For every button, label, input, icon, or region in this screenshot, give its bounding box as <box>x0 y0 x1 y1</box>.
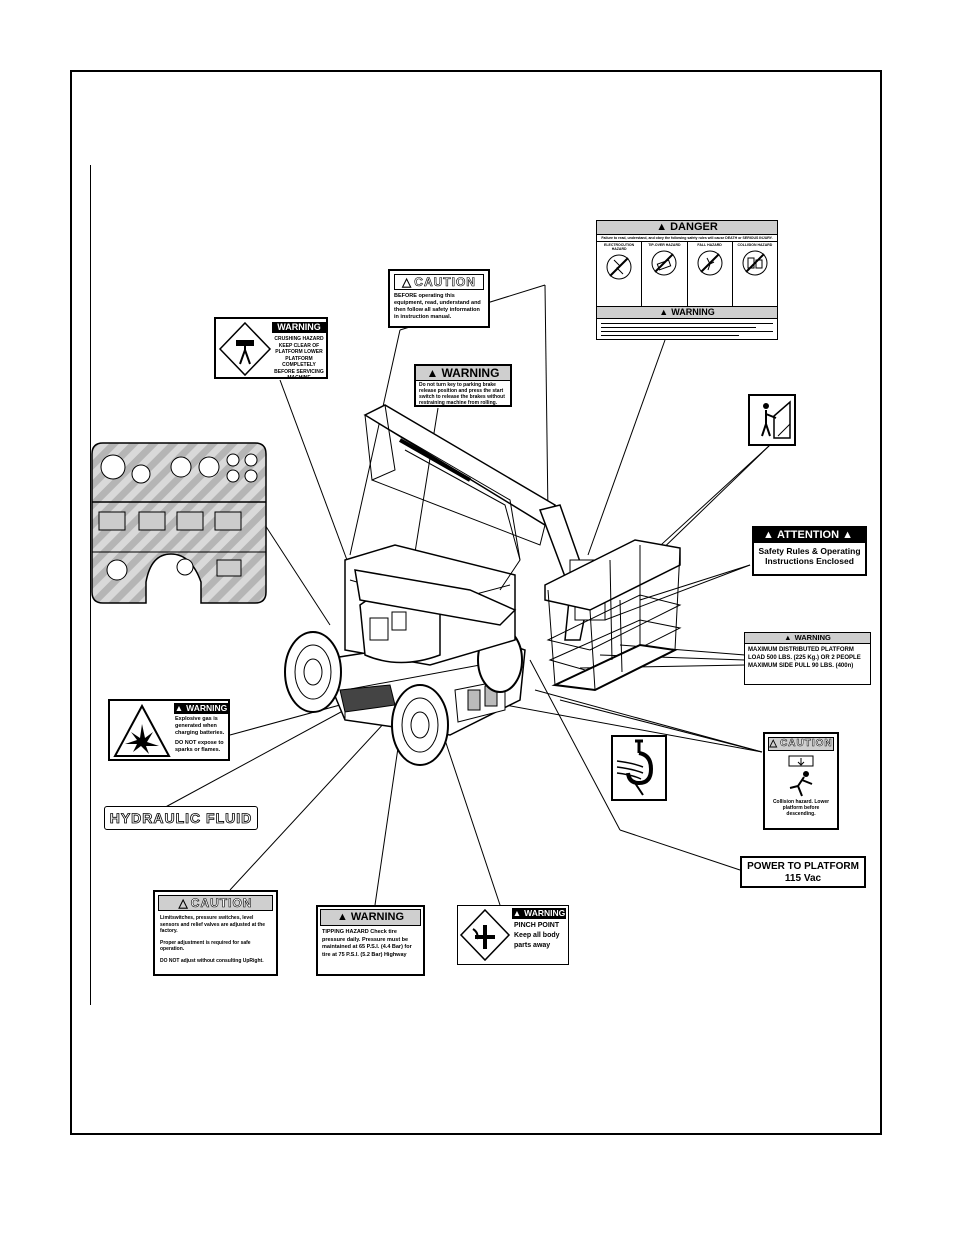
decal-body: CRUSHING HAZARD KEEP CLEAR OF PLATFORM L… <box>274 336 324 379</box>
hazard-title: ELECTROCUTION HAZARD <box>604 243 635 251</box>
decal-header: ATTENTION <box>776 529 840 541</box>
decal-body: Explosive gas is generated when charging… <box>174 715 228 755</box>
decal-header: CAUTION <box>190 896 253 910</box>
decal-header: WARNING <box>794 633 831 642</box>
danger-decal: ▲DANGER Failure to read, understand, and… <box>596 220 778 340</box>
page-frame <box>70 70 882 1135</box>
warning-tipping-decal: ▲WARNING TIPPING HAZARD Check tire press… <box>316 905 425 976</box>
warning-triangle-icon: △ <box>769 738 778 749</box>
tip-over-icon <box>651 250 677 276</box>
warning-triangle-icon: ▲ <box>336 911 348 923</box>
margin-rule <box>90 165 91 1005</box>
fall-icon <box>697 250 723 276</box>
decal-body-line: Explosive gas is generated when charging… <box>175 716 225 736</box>
decal-header: WARNING <box>350 911 405 923</box>
decal-body: Safety Rules & Operating Instructions En… <box>758 546 861 566</box>
decal-header: CAUTION <box>780 738 833 749</box>
pinch-point-icon <box>459 908 511 962</box>
decal-line: 115 Vac <box>784 873 822 884</box>
decal-body-line: Limitswitches, pressure switches, level … <box>160 915 266 934</box>
warning-crushing-decal: WARNING CRUSHING HAZARD KEEP CLEAR OF PL… <box>214 317 328 379</box>
decal-warning-header: WARNING <box>671 307 715 317</box>
warning-load-decal: ▲WARNING MAXIMUM DISTRIBUTED PLATFORM LO… <box>744 632 871 685</box>
hazard-panels: ELECTROCUTION HAZARD TIP-OVER HAZARD FAL… <box>597 242 777 307</box>
hazard-title: TIP-OVER HAZARD <box>648 243 681 247</box>
hazard-panel: ELECTROCUTION HAZARD <box>597 242 643 306</box>
decal-line: POWER TO PLATFORM <box>747 861 859 872</box>
decal-header: CAUTION <box>414 275 476 289</box>
electrocution-icon <box>606 254 632 280</box>
hazard-panel: FALL HAZARD <box>688 242 733 306</box>
decal-body: TIPPING HAZARD Check tire pressure daily… <box>322 929 412 958</box>
decal-body: MAXIMUM DISTRIBUTED PLATFORM LOAD 500 LB… <box>748 646 861 669</box>
collision-hazard-icon <box>788 755 814 797</box>
warning-triangle-icon: ▲ <box>174 703 184 713</box>
decal-body-line: DO NOT expose to sparks or flames. <box>175 740 224 753</box>
decal-body-line: DO NOT adjust without consulting UpRight… <box>160 957 264 964</box>
hazard-title: FALL HAZARD <box>697 243 722 247</box>
hazard-title: COLLISION HAZARD <box>737 243 773 247</box>
warning-pinch-decal: ▲WARNING PINCH POINT Keep all body parts… <box>457 905 569 965</box>
warning-battery-gas-decal: ▲WARNING Explosive gas is generated when… <box>108 699 230 761</box>
hazard-panel: TIP-OVER HAZARD <box>642 242 688 306</box>
hydraulic-fluid-decal: HYDRAULIC FLUID <box>104 806 258 830</box>
caution-manual-decal: △CAUTION BEFORE operating this equipment… <box>388 269 490 328</box>
warning-triangle-icon: ▲ <box>656 221 668 233</box>
decal-body: Collision hazard. Lower platform before … <box>772 799 830 817</box>
decal-header: WARNING <box>441 366 500 380</box>
decal-body: PINCH POINT Keep all body parts away <box>514 922 560 949</box>
attention-decal: ▲ATTENTION▲ Safety Rules & Operating Ins… <box>752 526 867 576</box>
manual-storage-pictogram <box>748 394 796 446</box>
fine-print-lines <box>597 319 777 339</box>
warning-triangle-icon: ▲ <box>426 366 439 380</box>
operator-manual-icon <box>761 400 791 439</box>
decal-header: WARNING <box>524 908 566 918</box>
decal-body-line: Proper adjustment is required for safe o… <box>160 939 251 953</box>
decal-body: Do not turn key to parking brake release… <box>419 382 505 406</box>
warning-triangle-icon: △ <box>178 896 188 910</box>
crushing-hazard-icon <box>218 321 272 377</box>
warning-triangle-icon: ▲ <box>763 529 774 541</box>
decal-body: Limitswitches, pressure switches, level … <box>155 914 276 965</box>
collision-icon <box>742 250 768 276</box>
warning-triangle-icon: ▲ <box>512 908 522 918</box>
caution-collision-decal: △CAUTION Collision hazard. Lower platfor… <box>763 732 839 830</box>
warning-triangle-icon: ▲ <box>659 307 669 317</box>
explosion-icon <box>113 703 171 757</box>
decal-header: DANGER <box>670 221 718 233</box>
decal-body: BEFORE operating this equipment, read, u… <box>394 293 481 320</box>
control-panel-decal <box>91 442 267 604</box>
hazard-panel: COLLISION HAZARD <box>733 242 777 306</box>
decal-text: HYDRAULIC FLUID <box>109 810 253 827</box>
warning-triangle-icon: ▲ <box>784 633 792 642</box>
lift-hook-icon <box>616 739 654 796</box>
warning-brake-decal: ▲WARNING Do not turn key to parking brak… <box>414 364 512 407</box>
power-to-platform-decal: POWER TO PLATFORM 115 Vac <box>740 856 866 888</box>
decal-subheader: Failure to read, understand, and obey th… <box>597 235 777 242</box>
caution-adjustment-decal: △CAUTION Limitswitches, pressure switche… <box>153 890 278 976</box>
lifting-point-pictogram <box>611 735 667 801</box>
warning-triangle-icon: △ <box>402 275 412 289</box>
decal-header: WARNING <box>186 703 228 713</box>
decal-header: WARNING <box>272 322 326 333</box>
warning-triangle-icon: ▲ <box>842 529 853 541</box>
